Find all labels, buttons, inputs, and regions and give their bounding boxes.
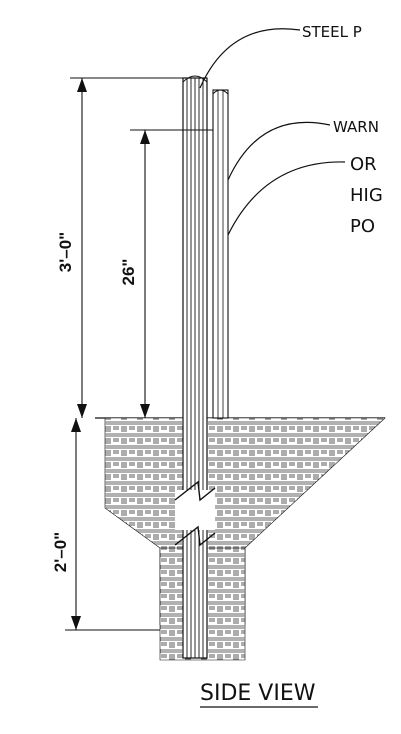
dimension-2ft — [65, 418, 160, 631]
steel-post-label: STEEL P — [302, 23, 362, 41]
soil-backfill — [104, 417, 386, 661]
dimension-26in-label: 26" — [119, 259, 138, 286]
break-line-symbol — [174, 480, 216, 547]
dimension-26in — [130, 129, 213, 418]
dimension-3ft-label: 3'–0" — [56, 232, 75, 272]
warning-label-line2: OR — [350, 154, 377, 175]
steel-post — [182, 75, 208, 659]
warning-label-line1: WARN — [333, 118, 379, 136]
callout-leaders — [199, 28, 346, 236]
warning-label-line4: PO — [350, 216, 375, 237]
warning-label-line3: HIG — [350, 185, 383, 206]
warning-strip — [212, 89, 229, 419]
dimension-2ft-label: 2'–0" — [51, 532, 70, 572]
view-title-text: SIDE VIEW — [200, 681, 316, 706]
view-title: SIDE VIEW — [200, 681, 318, 708]
dimension-3ft — [70, 77, 183, 418]
